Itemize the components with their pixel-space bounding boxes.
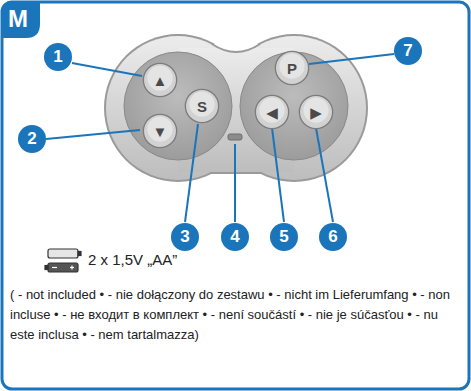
callout-number: 7 [394, 37, 422, 65]
callout-number: 3 [171, 223, 199, 251]
callout-number: 4 [221, 223, 249, 251]
section-letter: M [8, 5, 28, 33]
section-tab [2, 2, 40, 38]
button-symbol: ◀ [254, 94, 290, 130]
callout-number: 2 [18, 125, 46, 153]
leader-lines [46, 54, 394, 222]
remote-button: S [184, 88, 220, 124]
note-text: ( - not included • - nie dołączony do ze… [10, 285, 462, 345]
callout-number: 1 [44, 43, 72, 71]
battery-icon [45, 249, 81, 272]
battery-spec: 2 x 1,5V „AA” [88, 251, 177, 269]
remote-button: ▼ [142, 113, 178, 149]
button-symbol: S [184, 88, 220, 124]
remote-button: P [274, 50, 310, 86]
button-symbol: P [274, 50, 310, 86]
button-symbol: ▲ [142, 62, 178, 98]
indicator-led [228, 134, 242, 140]
button-symbol: ▶ [298, 94, 334, 130]
remote-button: ▶ [298, 94, 334, 130]
button-symbol: ▼ [142, 113, 178, 149]
callout-number: 6 [319, 223, 347, 251]
callout-number: 5 [270, 223, 298, 251]
remote-button: ◀ [254, 94, 290, 130]
remote-button: ▲ [142, 62, 178, 98]
